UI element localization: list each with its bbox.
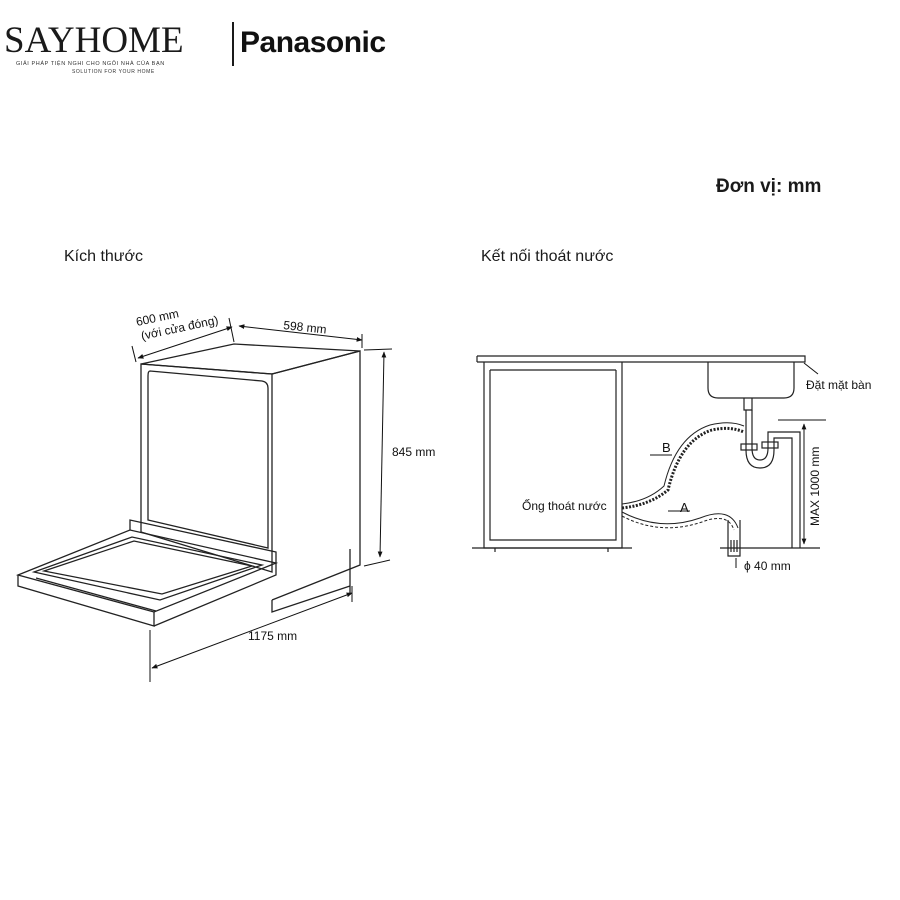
dimension-lines-right [650, 362, 826, 568]
pipe-diameter-label: ϕ 40 mm [744, 559, 791, 573]
dimension-lines-left [131, 317, 393, 682]
drain-title: Kết nối thoát nước [481, 248, 614, 265]
dishwasher-drawing [15, 343, 361, 627]
brand-tagline-en: SOLUTION FOR YOUR HOME [72, 69, 155, 75]
unit-label: Đơn vị: mm [716, 176, 822, 197]
drain-drawing [472, 355, 820, 557]
brand-logo: SAYHOME [4, 20, 184, 61]
partner-logo: Panasonic [240, 26, 386, 59]
open-depth-label: 1175 mm [248, 629, 297, 643]
countertop-label: Đặt mặt bàn [806, 378, 871, 392]
drain-hose-label: Ống thoát nước [522, 498, 607, 513]
width-label: 598 mm [283, 318, 328, 336]
route-a-label: A [680, 500, 689, 515]
route-b-label: B [662, 440, 671, 455]
brand-tagline-vi: GIẢI PHÁP TIỆN NGHI CHO NGÔI NHÀ CỦA BẠN [16, 61, 165, 67]
height-label: 845 mm [392, 445, 435, 459]
dimensions-title: Kích thước [64, 248, 144, 265]
brand-divider [232, 22, 234, 66]
max-height-label: MAX 1000 mm [808, 447, 822, 526]
